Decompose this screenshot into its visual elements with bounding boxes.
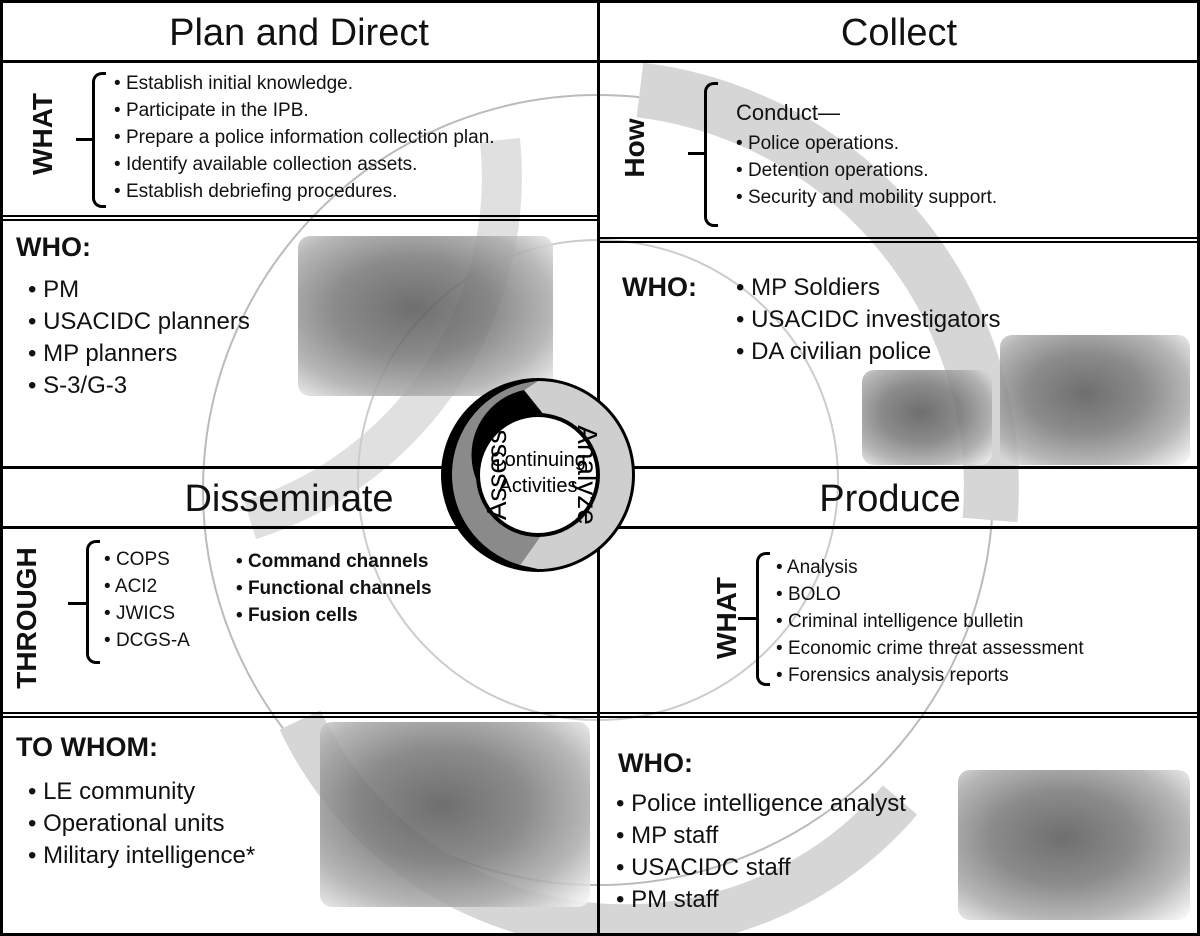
produce-who-list: Police intelligence analyst MP staff USA…: [616, 788, 906, 916]
list-item: Security and mobility support.: [736, 184, 997, 211]
section-divider: [0, 712, 1200, 718]
produce-who-label: WHO:: [618, 748, 693, 778]
list-item: DCGS-A: [104, 627, 190, 654]
list-item: Military intelligence*: [28, 840, 255, 872]
civilian-police-photo: [1000, 335, 1190, 465]
list-item: COPS: [104, 546, 190, 573]
list-item: Police intelligence analyst: [616, 788, 906, 820]
assess-arrow: [451, 381, 552, 565]
list-item: Economic crime threat assessment: [776, 635, 1084, 662]
collect-conduct-label: Conduct—: [736, 100, 840, 125]
list-item: Detention operations.: [736, 157, 997, 184]
collect-title: Collect: [840, 12, 958, 54]
brace-tick: [68, 602, 86, 605]
disseminate-through-list-a: COPS ACI2 JWICS DCGS-A: [104, 546, 190, 654]
list-item: ACI2: [104, 573, 190, 600]
list-item: Functional channels: [236, 575, 432, 602]
collect-who-list: MP Soldiers USACIDC investigators DA civ…: [736, 272, 1001, 368]
disseminate-to-whom-list: LE community Operational units Military …: [28, 776, 255, 872]
plan-title: Plan and Direct: [169, 12, 429, 54]
list-item: MP staff: [616, 820, 906, 852]
list-item: USACIDC planners: [28, 306, 250, 338]
list-item: Identify available collection assets.: [114, 151, 495, 178]
list-item: JWICS: [104, 600, 190, 627]
list-item: BOLO: [776, 581, 1084, 608]
mp-soldiers-photo: [862, 370, 992, 465]
list-item: Criminal intelligence bulletin: [776, 608, 1084, 635]
list-item: PM: [28, 274, 250, 306]
soldiers-planning-photo: [298, 236, 553, 396]
list-item: Forensics analysis reports: [776, 662, 1084, 689]
list-item: Operational units: [28, 808, 255, 840]
produce-what-list: Analysis BOLO Criminal intelligence bull…: [776, 554, 1084, 689]
center-circle: [480, 417, 596, 533]
brace-icon: [756, 552, 770, 686]
disseminate-through-list-b: Command channels Functional channels Fus…: [236, 548, 432, 629]
list-item: Prepare a police information collection …: [114, 124, 495, 151]
center-line1: Continuing: [490, 449, 586, 471]
list-item: MP Soldiers: [736, 272, 1001, 304]
plan-who-list: PM USACIDC planners MP planners S-3/G-3: [28, 274, 250, 402]
assess-label: Assess: [481, 430, 512, 520]
list-item: Analysis: [776, 554, 1084, 581]
list-item: Police operations.: [736, 130, 997, 157]
list-item: PM staff: [616, 884, 906, 916]
list-item: USACIDC investigators: [736, 304, 1000, 336]
produce-title: Produce: [819, 478, 961, 520]
list-item: LE community: [28, 776, 255, 808]
center-line2: Activities: [499, 475, 578, 497]
list-item: DA civilian police: [736, 336, 1001, 368]
list-item: Establish initial knowledge.: [114, 70, 495, 97]
brace-tick: [76, 138, 94, 141]
list-item: Fusion cells: [236, 602, 432, 629]
list-item: MP planners: [28, 338, 250, 370]
list-item: Participate in the IPB.: [114, 97, 495, 124]
brace-icon: [86, 540, 100, 664]
disseminate-title: Disseminate: [184, 478, 394, 520]
list-item: USACIDC staff: [616, 852, 906, 884]
analyst-photo: [958, 770, 1190, 920]
brace-tick: [738, 617, 756, 620]
section-divider: [598, 237, 1200, 243]
disseminate-to-whom-label: TO WHOM:: [16, 732, 158, 762]
brace-tick: [688, 152, 706, 155]
title-divider: [0, 60, 1200, 63]
list-item: S-3/G-3: [28, 370, 250, 402]
collect-how-list: Police operations. Detention operations.…: [736, 130, 997, 211]
analyze-label: Analyze: [572, 425, 603, 525]
soldiers-field-photo: [320, 722, 590, 907]
list-item: Command channels: [236, 548, 432, 575]
analyze-arrow: [520, 381, 632, 569]
section-divider: [0, 215, 598, 221]
plan-who-label: WHO:: [16, 232, 91, 262]
plan-what-list: Establish initial knowledge. Participate…: [114, 70, 495, 205]
list-item: Establish debriefing procedures.: [114, 178, 495, 205]
collect-who-label: WHO:: [622, 272, 697, 302]
